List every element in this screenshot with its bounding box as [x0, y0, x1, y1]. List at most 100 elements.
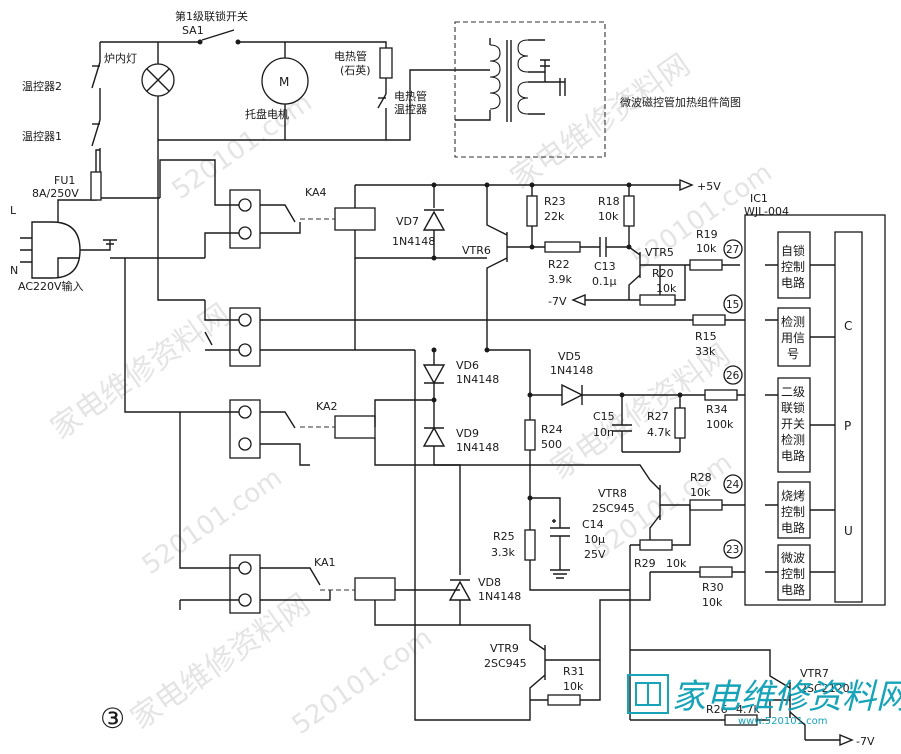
pin-27-label: 27	[726, 244, 739, 256]
sa1-title: 第1级联锁开关	[175, 9, 248, 23]
r25-label: R25	[493, 530, 515, 543]
neutral-label: N	[10, 264, 18, 277]
transistor-vtr5	[628, 246, 685, 300]
r20-label: R20	[652, 267, 674, 280]
block-text: 微波	[781, 551, 805, 565]
r29-label: R29	[634, 557, 656, 570]
r34-label: R34	[706, 403, 728, 416]
magnetron-assembly	[454, 21, 606, 158]
thermostat-2-label: 温控器2	[22, 79, 62, 93]
watermark-text: 家电维修资料网	[505, 47, 697, 196]
transistor-vtr6	[486, 185, 532, 350]
resistor-r18	[623, 195, 635, 227]
vd6-label: VD6	[456, 359, 479, 372]
r34-value: 100k	[706, 418, 734, 431]
r27-label: R27	[647, 410, 669, 423]
pin-27	[723, 239, 743, 259]
pin-23	[723, 539, 743, 559]
block-text: 电路	[781, 275, 805, 290]
relay-ka2	[124, 258, 376, 490]
pin-24-label: 24	[726, 479, 740, 491]
resistor-r15	[692, 314, 726, 326]
transistor-vtr8	[649, 479, 690, 545]
figure-number: ③	[100, 702, 125, 735]
r22-label: R22	[548, 258, 570, 271]
vtr7-label: VTR7	[800, 667, 829, 680]
block-text: 控制	[781, 567, 805, 581]
turntable-motor: M	[261, 57, 309, 105]
r20-value: 10k	[656, 282, 677, 295]
c14-value-2: 25V	[584, 548, 606, 561]
vd9-type: 1N4148	[456, 441, 499, 454]
r28-label: R28	[690, 471, 712, 484]
oven-lamp	[141, 63, 175, 97]
ic1-wjl004: C P U 自锁 控制 电路 检测 用信 号 二级 联锁 开关 检测 电路 烧烤…	[744, 214, 886, 606]
ka4-label: KA4	[305, 186, 327, 199]
r24-label: R24	[541, 423, 563, 436]
resistor-r30	[699, 566, 733, 578]
vd6-type: 1N4148	[456, 373, 499, 386]
interlock-detect-block	[777, 377, 811, 473]
watermark-layer: 家电维修资料网 家电维修资料网 家电维修资料网 家电维修资料网 520101.c…	[45, 47, 778, 740]
resistor-r28	[689, 499, 723, 511]
r28-value: 10k	[690, 486, 711, 499]
r31-value: 10k	[563, 680, 584, 693]
heater-thermostat	[377, 93, 387, 109]
vtr9-label: VTR9	[490, 642, 519, 655]
diode-vd5	[561, 383, 705, 407]
relay-sense	[204, 300, 695, 367]
block-text: 电路	[781, 448, 805, 463]
heater-label: 电热管	[334, 49, 367, 63]
vtr8-type: 2SC945	[592, 502, 635, 515]
pin-26-label: 26	[726, 370, 740, 382]
plus5v-label: +5V	[697, 180, 721, 193]
watermark-text: 520101.com	[137, 463, 288, 581]
r15-label: R15	[695, 330, 717, 343]
c14-label: C14	[582, 518, 604, 531]
thermostat-1-label: 温控器1	[22, 129, 62, 143]
resistor-r20	[639, 294, 676, 306]
r31-label: R31	[563, 665, 585, 678]
line-label: L	[10, 204, 17, 217]
r26-value: 4.7k	[736, 703, 760, 716]
ic1-type: WJL-004	[744, 205, 789, 218]
pin-24	[723, 474, 743, 494]
diode-vd7	[422, 185, 446, 258]
r30-label: R30	[702, 581, 724, 594]
resistor-r23	[526, 195, 538, 227]
ac-input-label: AC220V输入	[18, 279, 84, 293]
logo-url: www.520101.com	[738, 716, 828, 727]
transistor-vtr7	[769, 682, 806, 740]
block-text: 二级	[781, 385, 805, 399]
watermark-text: 520101.com	[167, 88, 318, 206]
pin-23-label: 23	[726, 544, 739, 556]
r23-label: R23	[544, 195, 566, 208]
block-text: 自锁	[781, 243, 805, 258]
quartz-heater	[379, 47, 393, 79]
vtr9-type: 2SC945	[484, 657, 527, 670]
vd5-label: VD5	[558, 350, 581, 363]
cpu-letter: U	[844, 524, 853, 538]
block-text: 电路	[781, 582, 805, 597]
control-section: VD7 1N4148 VTR6 R23 22k R22 3.9k C13 0.1…	[354, 178, 875, 748]
vd7-label: VD7	[396, 215, 419, 228]
c13-value: 0.1μ	[592, 275, 617, 288]
pin-26	[723, 365, 743, 385]
r19-label: R19	[696, 228, 718, 241]
vd7-type: 1N4148	[392, 235, 435, 248]
ka1-label: KA1	[314, 556, 336, 569]
diode-vd9	[422, 400, 446, 465]
grill-control-block	[777, 481, 811, 539]
diode-vd6	[422, 350, 446, 400]
resistor-r31	[547, 694, 581, 706]
vd8-label: VD8	[478, 576, 501, 589]
minus7v-label-b: -7V	[856, 735, 875, 748]
fuse-fu1	[90, 171, 102, 201]
r15-value: 33k	[695, 345, 716, 358]
minus7v-label-a: -7V	[548, 295, 567, 308]
heater-quartz-label: (石英)	[340, 63, 371, 77]
resistor-r22	[544, 241, 581, 253]
r29-value: 10k	[666, 557, 687, 570]
